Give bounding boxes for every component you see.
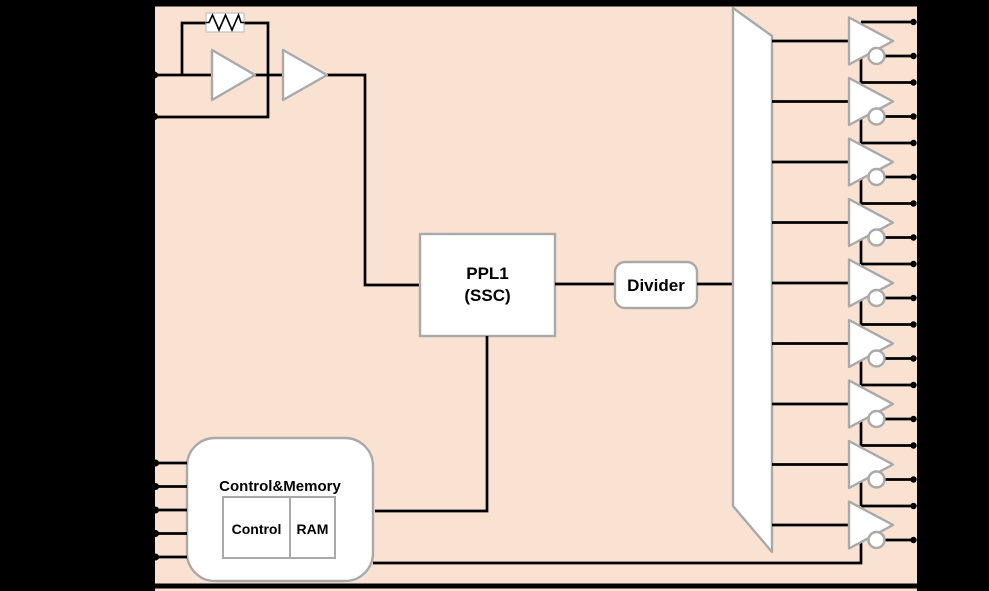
ram-box	[289, 496, 336, 559]
control-memory-block: Control&Memory Control RAM	[185, 436, 375, 583]
output-buffer	[772, 318, 917, 385]
output-buffer	[772, 258, 917, 325]
output-buffer	[772, 16, 917, 83]
control-input-pin-dot	[152, 483, 159, 490]
osc-to-pll-wire	[327, 73, 420, 287]
output-buffer	[772, 379, 917, 446]
output-buffer	[772, 500, 917, 550]
output-pin-dot	[910, 79, 917, 86]
output-pin-dot	[910, 442, 917, 449]
inverter-bubble-icon	[867, 288, 886, 308]
output-pin-dot	[910, 476, 917, 483]
oscillator-buffer-icon	[281, 48, 329, 102]
control-input-pin-dot	[152, 553, 159, 561]
control-input-pin-dot	[152, 506, 159, 514]
output-pin-dot	[910, 18, 917, 26]
inverter-bubble-icon	[867, 46, 886, 66]
output-pin-dot	[910, 234, 917, 241]
output-pin-dot	[910, 415, 917, 423]
output-buffers	[772, 16, 917, 550]
inverter-bubble-icon	[867, 530, 886, 550]
output-pin-dot	[910, 113, 917, 120]
clock-distribution-trapezoid	[731, 6, 774, 554]
output-pin-dot	[910, 260, 917, 268]
control-input-pin-dot	[152, 459, 159, 467]
divider-label: Divider	[627, 276, 685, 295]
output-pin-dot	[910, 536, 917, 544]
oscillator-amp-icon	[210, 48, 257, 102]
output-pin-dot	[910, 200, 917, 207]
output-pin-dot	[910, 294, 917, 302]
inverter-bubble-icon	[867, 228, 886, 247]
pll-block: PPL1 (SSC)	[418, 232, 557, 338]
control-memory-title: Control&Memory	[219, 478, 341, 495]
output-pin-dot	[910, 52, 917, 60]
divider-block: Divider	[613, 260, 699, 310]
output-buffer	[772, 197, 917, 264]
feedback-resistor	[205, 12, 245, 33]
output-pin-dot	[910, 321, 917, 328]
ram-label: RAM	[297, 521, 329, 537]
output-buffer	[772, 76, 917, 143]
output-buffer	[772, 439, 917, 506]
output-pin-dot	[910, 139, 917, 147]
feedback-loop-wire	[152, 21, 270, 119]
control-label: Control	[232, 521, 282, 537]
pll-box	[418, 232, 557, 338]
output-buffer	[772, 137, 917, 204]
pll-to-control-wire	[375, 336, 489, 513]
control-input-pins	[152, 459, 187, 561]
resistor-icon	[206, 12, 244, 33]
output-pin-dot	[910, 502, 917, 510]
inverter-bubble-icon	[867, 409, 886, 429]
xout-pin-dot	[151, 113, 158, 120]
inverter-bubble-icon	[867, 470, 886, 489]
control-input-pin-dot	[152, 530, 159, 537]
output-pin-dot	[910, 173, 917, 181]
output-pin-dot	[910, 355, 917, 362]
inverter-bubble-icon	[867, 107, 886, 126]
pll-label-line1: PPL1	[466, 264, 509, 283]
output-pin-dot	[910, 381, 917, 389]
control-to-buffers-wire	[373, 541, 863, 565]
inverter-bubble-icon	[867, 167, 886, 187]
inverter-bubble-icon	[867, 349, 886, 368]
xin-pin-dot	[151, 71, 158, 79]
pll-label-line2: (SSC)	[464, 286, 510, 305]
